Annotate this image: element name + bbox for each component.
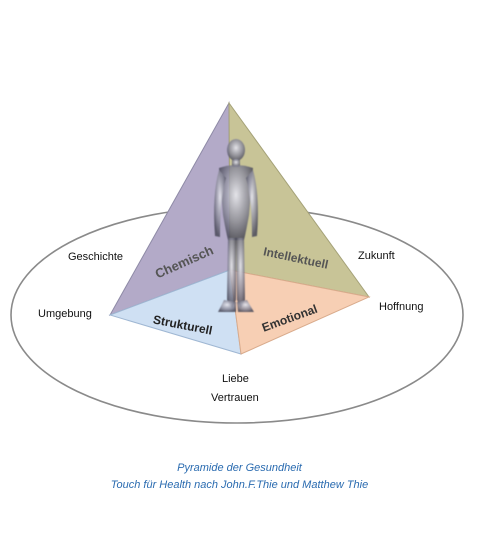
label-liebe: Liebe <box>222 373 249 385</box>
human-figure <box>214 139 258 312</box>
caption-subtitle: Touch für Health nach John.F.Thie und Ma… <box>110 479 369 491</box>
caption-title: Pyramide der Gesundheit <box>177 462 302 474</box>
label-zukunft: Zukunft <box>358 250 395 262</box>
label-hoffnung: Hoffnung <box>379 301 424 313</box>
label-umgebung: Umgebung <box>38 308 92 320</box>
label-geschichte: Geschichte <box>68 251 124 263</box>
label-vertrauen: Vertrauen <box>211 392 259 404</box>
